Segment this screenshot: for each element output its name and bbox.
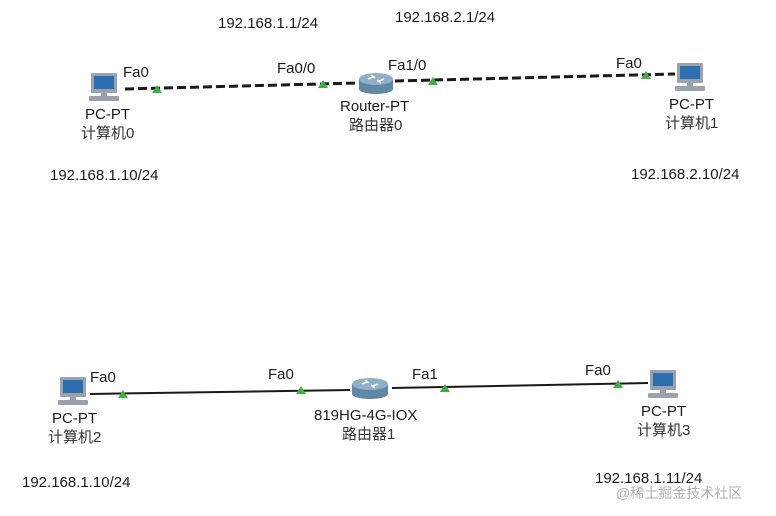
port-label-router1-fa0: Fa0 xyxy=(268,366,294,383)
ip-label-router0-fa10: 192.168.2.1/24 xyxy=(395,9,496,26)
pc-icon[interactable] xyxy=(58,377,88,405)
link-router1-pc3[interactable] xyxy=(391,382,649,389)
port-indicator-router0-fa10 xyxy=(428,77,438,85)
router-icon[interactable] xyxy=(359,73,393,94)
ip-label-pc0: 192.168.1.10/24 xyxy=(50,167,159,184)
port-indicator-router1-fa0 xyxy=(296,386,306,394)
device-type-pc1: PC-PT xyxy=(669,96,714,113)
device-name-pc2: 计算机2 xyxy=(48,429,102,446)
device-type-pc3: PC-PT xyxy=(641,403,686,420)
device-type-router1: 819HG-4G-IOX xyxy=(314,407,418,424)
pc-icon[interactable] xyxy=(89,73,119,101)
router-icon[interactable] xyxy=(352,378,388,399)
ip-label-pc1: 192.168.2.10/24 xyxy=(631,166,740,183)
port-label-router1-fa1: Fa1 xyxy=(412,366,438,383)
device-name-pc1: 计算机1 xyxy=(665,115,719,132)
device-name-router1: 路由器1 xyxy=(342,426,396,443)
port-label-router0-fa00: Fa0/0 xyxy=(277,60,316,77)
port-indicator-pc3-fa0 xyxy=(613,380,623,388)
device-type-pc0: PC-PT xyxy=(85,106,130,123)
device-type-pc2: PC-PT xyxy=(52,410,97,427)
watermark-text: @稀土掘金技术社区 xyxy=(616,485,743,501)
device-name-pc0: 计算机0 xyxy=(81,125,135,142)
link-pc2-router1[interactable] xyxy=(89,389,351,395)
device-name-pc3: 计算机3 xyxy=(637,422,691,439)
ip-label-pc2: 192.168.1.10/24 xyxy=(22,474,131,491)
link-router0-pc1[interactable] xyxy=(394,72,676,83)
ip-label-pc3: 192.168.1.11/24 xyxy=(595,470,703,487)
port-label-pc1-fa0: Fa0 xyxy=(616,55,642,72)
device-type-router0: Router-PT xyxy=(340,98,410,115)
device-name-router0: 路由器0 xyxy=(349,117,403,134)
port-indicator-pc1-fa0 xyxy=(641,71,651,79)
port-indicator-router0-fa00 xyxy=(318,80,328,88)
port-label-pc0-fa0: Fa0 xyxy=(123,64,149,81)
port-indicator-pc2-fa0 xyxy=(118,390,128,398)
pc-icon[interactable] xyxy=(648,370,678,398)
ip-label-router0-fa00: 192.168.1.1/24 xyxy=(218,15,319,32)
pc-icon[interactable] xyxy=(675,63,705,91)
port-label-router0-fa10: Fa1/0 xyxy=(388,57,427,74)
port-indicator-router1-fa1 xyxy=(440,384,450,392)
port-label-pc2-fa0: Fa0 xyxy=(90,369,116,386)
port-indicator-pc0-fa0 xyxy=(152,85,162,93)
port-label-pc3-fa0: Fa0 xyxy=(585,362,611,379)
